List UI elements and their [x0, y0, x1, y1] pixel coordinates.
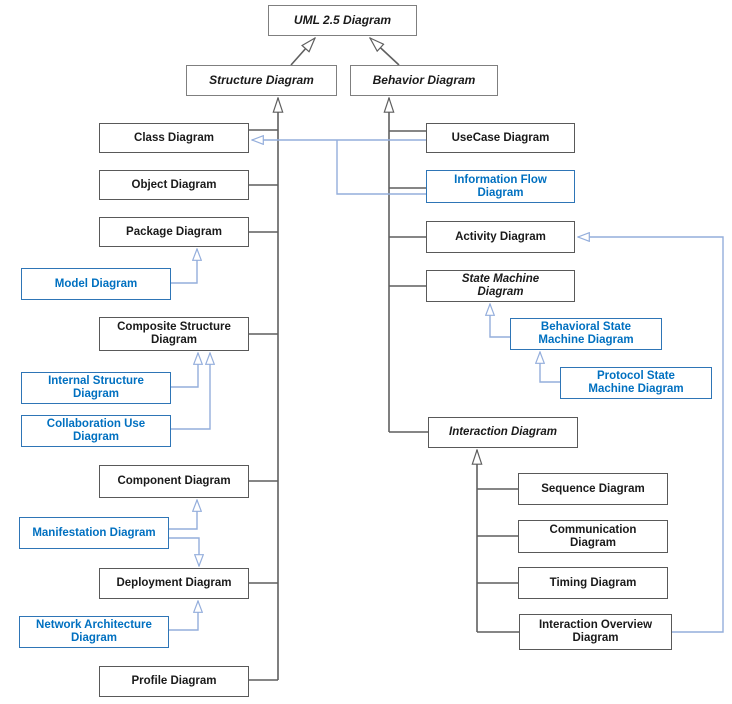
- node-object-diagram: Object Diagram: [99, 170, 249, 200]
- node-component-diagram: Component Diagram: [99, 465, 249, 498]
- node-composite-structure-diagram: Composite Structure Diagram: [99, 317, 249, 351]
- node-network-architecture-diagram: Network Architecture Diagram: [19, 616, 169, 648]
- node-behavior-diagram: Behavior Diagram: [350, 65, 498, 96]
- node-activity-diagram: Activity Diagram: [426, 221, 575, 253]
- node-deployment-diagram: Deployment Diagram: [99, 568, 249, 599]
- node-profile-diagram: Profile Diagram: [99, 666, 249, 697]
- node-sequence-diagram: Sequence Diagram: [518, 473, 668, 505]
- node-timing-diagram: Timing Diagram: [518, 567, 668, 599]
- node-information-flow-diagram: Information Flow Diagram: [426, 170, 575, 203]
- node-class-diagram: Class Diagram: [99, 123, 249, 153]
- node-protocol-state-machine-diagram: Protocol State Machine Diagram: [560, 367, 712, 399]
- node-model-diagram: Model Diagram: [21, 268, 171, 300]
- node-communication-diagram: Communication Diagram: [518, 520, 668, 553]
- node-behavioral-state-machine-diagram: Behavioral State Machine Diagram: [510, 318, 662, 350]
- node-uml-25-diagram: UML 2.5 Diagram: [268, 5, 417, 36]
- node-usecase-diagram: UseCase Diagram: [426, 123, 575, 153]
- node-package-diagram: Package Diagram: [99, 217, 249, 247]
- node-interaction-diagram: Interaction Diagram: [428, 417, 578, 448]
- node-structure-diagram: Structure Diagram: [186, 65, 337, 96]
- node-state-machine-diagram: State Machine Diagram: [426, 270, 575, 302]
- node-collaboration-use-diagram: Collaboration Use Diagram: [21, 415, 171, 447]
- node-interaction-overview-diagram: Interaction Overview Diagram: [519, 614, 672, 650]
- node-internal-structure-diagram: Internal Structure Diagram: [21, 372, 171, 404]
- node-manifestation-diagram: Manifestation Diagram: [19, 517, 169, 549]
